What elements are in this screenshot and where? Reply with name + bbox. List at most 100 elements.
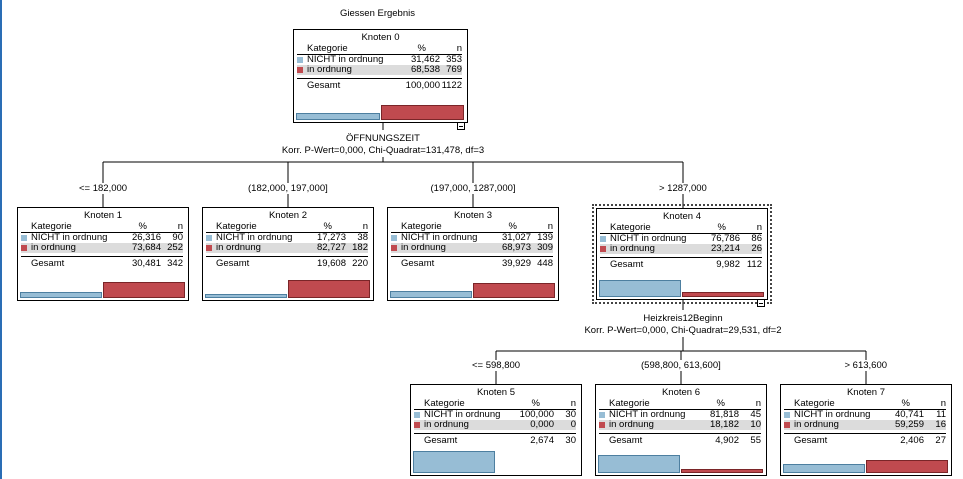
branch-label-2: (197,000, 1287,000] bbox=[428, 183, 518, 194]
branch-label-3: > 1287,000 bbox=[657, 183, 709, 194]
category-swatch-icon bbox=[297, 57, 303, 63]
category-swatch-icon bbox=[784, 422, 790, 428]
bar-nicht-in-ordnung bbox=[413, 451, 495, 473]
percent-value: 68,973 bbox=[501, 242, 531, 253]
category-label: Kategorie bbox=[307, 43, 348, 54]
percent-value: % bbox=[138, 221, 147, 232]
percent-value: 100,000 bbox=[405, 80, 440, 91]
category-label: Kategorie bbox=[216, 221, 257, 232]
bar-nicht-in-ordnung bbox=[205, 294, 287, 298]
category-label: in ordnung bbox=[609, 419, 654, 430]
percent-value: % bbox=[508, 221, 517, 232]
collapse-toggle-icon[interactable] bbox=[457, 122, 465, 130]
branch-label-5: (598,800, 613,600] bbox=[639, 360, 723, 371]
collapse-toggle-icon[interactable] bbox=[757, 299, 765, 307]
percent-value: 4,902 bbox=[715, 435, 739, 446]
bar-in-ordnung bbox=[866, 460, 948, 473]
category-label: NICHT in ordnung bbox=[307, 54, 384, 65]
bar-nicht-in-ordnung bbox=[599, 280, 681, 297]
count-value: n bbox=[456, 43, 462, 54]
count-value: 252 bbox=[167, 242, 183, 253]
category-swatch-icon bbox=[297, 67, 303, 73]
table-header: Kategorie%n bbox=[599, 399, 761, 410]
category-swatch-icon bbox=[21, 245, 27, 251]
node-bar-chart bbox=[413, 451, 579, 473]
category-label: NICHT in ordnung bbox=[610, 233, 687, 244]
node-bar-chart bbox=[390, 276, 556, 298]
percent-value: 2,406 bbox=[900, 435, 924, 446]
category-label: Gesamt bbox=[31, 258, 65, 269]
bar-in-ordnung bbox=[681, 469, 763, 473]
node-title: Knoten 0 bbox=[361, 32, 400, 43]
count-value: 16 bbox=[935, 419, 946, 430]
count-value: 90 bbox=[172, 232, 183, 243]
bar-nicht-in-ordnung bbox=[390, 291, 472, 298]
tree-title: Giessen Ergebnis bbox=[340, 8, 415, 19]
category-label: NICHT in ordnung bbox=[216, 232, 293, 243]
percent-value: 100,000 bbox=[519, 409, 554, 420]
bar-nicht-in-ordnung bbox=[783, 464, 865, 473]
node-title: Knoten 5 bbox=[476, 387, 516, 398]
percent-value: 73,684 bbox=[131, 242, 161, 253]
count-value: 353 bbox=[446, 54, 462, 65]
node-title: Knoten 7 bbox=[846, 387, 886, 398]
count-value: 1122 bbox=[441, 80, 462, 91]
percent-value: % bbox=[417, 43, 426, 54]
category-label: Kategorie bbox=[31, 221, 72, 232]
count-value: 30 bbox=[565, 409, 576, 420]
category-label: Gesamt bbox=[610, 259, 644, 270]
count-value: 112 bbox=[746, 259, 762, 270]
category-label: in ordnung bbox=[401, 242, 446, 253]
count-value: n bbox=[570, 398, 576, 409]
category-label: NICHT in ordnung bbox=[424, 409, 501, 420]
percent-value: 30,481 bbox=[131, 258, 161, 269]
count-value: 0 bbox=[570, 419, 576, 430]
count-value: 769 bbox=[446, 64, 462, 75]
node-title: Knoten 6 bbox=[661, 387, 701, 398]
split-variable: Heizkreis12Beginn bbox=[643, 313, 723, 324]
table-header: Kategorie%n bbox=[414, 399, 576, 410]
category-swatch-icon bbox=[206, 235, 212, 241]
category-label: in ordnung bbox=[424, 419, 469, 430]
category-swatch-icon bbox=[414, 422, 420, 428]
table-row: in ordnung 0,000 0 bbox=[414, 420, 576, 430]
category-label: Kategorie bbox=[610, 222, 651, 233]
category-swatch-icon bbox=[600, 246, 606, 252]
category-swatch-icon bbox=[206, 245, 212, 251]
count-value: 10 bbox=[750, 419, 761, 430]
node-bar-chart bbox=[296, 98, 465, 120]
category-label: Kategorie bbox=[424, 398, 465, 409]
percent-value: 19,608 bbox=[316, 258, 346, 269]
count-value: 342 bbox=[167, 258, 183, 269]
percent-value: 26,316 bbox=[131, 232, 161, 243]
node-bar-chart bbox=[599, 275, 765, 297]
percent-value: 2,674 bbox=[530, 435, 554, 446]
category-label: Gesamt bbox=[609, 435, 643, 446]
percent-value: % bbox=[901, 398, 910, 409]
percent-value: 39,929 bbox=[501, 258, 531, 269]
percent-value: 0,000 bbox=[530, 419, 554, 430]
category-swatch-icon bbox=[599, 422, 605, 428]
